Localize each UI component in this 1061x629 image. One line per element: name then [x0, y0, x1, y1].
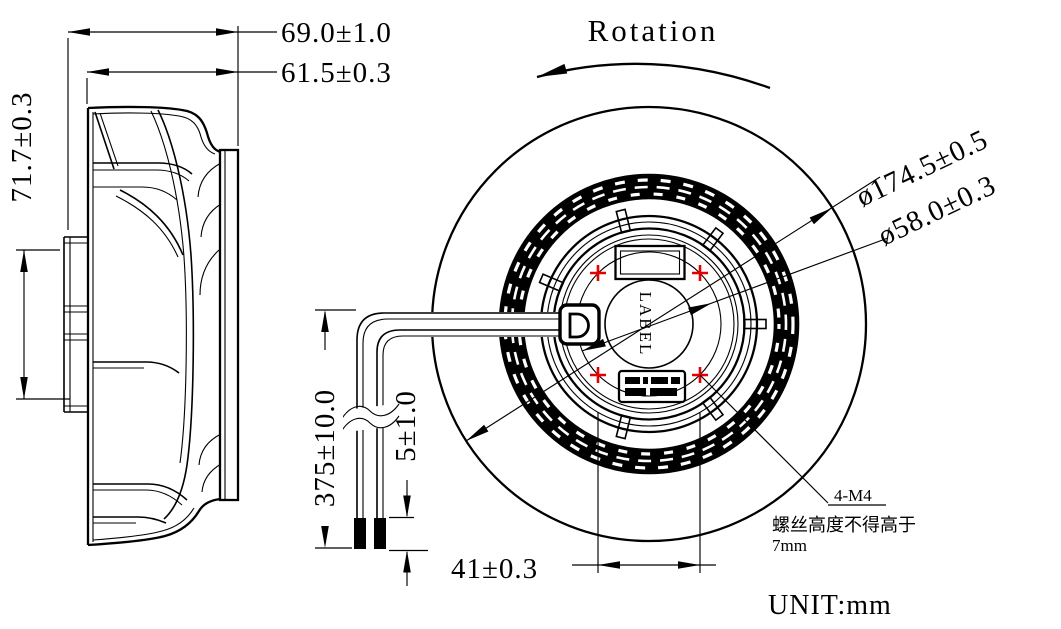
dim-arrow: [68, 28, 90, 36]
mounting-note-title: 4-M4: [834, 486, 872, 505]
hole-marker-cross: [590, 367, 606, 383]
blade-curve: [93, 169, 190, 182]
spec-label-print: [651, 377, 668, 384]
wire-line: [376, 329, 562, 518]
wire-tip: [354, 518, 366, 549]
bottom-shroud-contour: [87, 497, 222, 547]
cable-dimensions: 375±10.0 5±1.0: [309, 309, 428, 586]
dim-arrow: [403, 495, 411, 518]
dim-arrow: [688, 303, 712, 316]
lead-wires: [340, 303, 601, 549]
dim-arrow: [20, 377, 28, 399]
mounting-note-line1: 螺丝高度不得高于: [772, 515, 916, 535]
blade-curve: [119, 189, 184, 256]
mounting-hole-markers: [590, 265, 708, 383]
blade-curve: [94, 111, 115, 170]
wire-break-mask: [340, 403, 400, 433]
blade-curve: [93, 361, 180, 374]
wire-mask: [378, 312, 562, 337]
dim-arrow: [216, 28, 238, 36]
dim-arrow: [403, 550, 411, 573]
blade-curve: [93, 516, 167, 524]
dim-arrow: [87, 68, 109, 76]
housing-tab: [615, 208, 632, 234]
blade-tip-arc: [198, 433, 222, 466]
rotation-label: Rotation: [588, 13, 719, 48]
leader-bolt-circle: [581, 237, 889, 352]
dim-arrow: [678, 561, 700, 569]
dim-arrow: [466, 424, 489, 441]
dim-arrow: [20, 250, 28, 272]
blade-curve: [93, 186, 178, 201]
spec-label-print: [650, 388, 677, 396]
dim-text-total-depth: 69.0±1.0: [281, 17, 392, 49]
housing-tab: [615, 414, 632, 440]
blade-tip-arc: [197, 162, 222, 198]
blade-tip-arc: [201, 463, 222, 493]
rotation-arrow-head: [537, 63, 568, 77]
housing-tab: [743, 318, 767, 330]
blade-curve: [93, 483, 188, 501]
wire-tip: [374, 518, 386, 549]
front-view-dimensions: Rotation ø174.5±0.5 ø58.0±0.3 41±0.3 4-M…: [451, 13, 1001, 585]
dim-text-tip-length: 5±1.0: [390, 390, 422, 462]
blade-curve: [93, 162, 193, 175]
spec-label-print: [643, 377, 648, 384]
dim-arrow: [321, 526, 329, 548]
wire-line: [382, 335, 562, 518]
top-shroud-contour: [87, 105, 222, 154]
wire-line: [362, 318, 562, 518]
nameplate-window-inner: [619, 250, 681, 275]
unit-note: UNIT:mm: [768, 590, 892, 621]
dim-text-cable-length: 375±10.0: [309, 389, 341, 507]
hole-marker-cross: [590, 265, 606, 281]
top-shroud-contour-inner: [92, 112, 216, 155]
blade-curve: [157, 109, 195, 520]
hole-marker-cross: [692, 265, 708, 281]
dim-text-impeller-depth: 61.5±0.3: [281, 57, 392, 89]
dim-text-mask: [311, 350, 343, 546]
blade-ring-dashes: [517, 192, 781, 456]
bottom-shroud-contour-inner: [92, 507, 195, 541]
wire-line: [356, 312, 562, 518]
dim-arrow: [216, 68, 238, 76]
leader-outer-diameter: [465, 176, 881, 442]
dim-arrow: [598, 561, 620, 569]
housing-tab: [701, 226, 725, 252]
housing-tab: [538, 273, 565, 293]
spec-label-box: [617, 369, 687, 404]
side-view-dimensions: 69.0±1.0 61.5±0.3 71.7±0.3: [6, 17, 392, 400]
wire-mask: [357, 312, 391, 344]
dim-arrow: [809, 208, 832, 225]
spec-label-print: [625, 388, 646, 396]
impeller-blades: [93, 109, 222, 524]
hub-label: LABEL: [636, 292, 655, 357]
wire-break-squiggle: [340, 415, 400, 433]
leader-mounting-note: [699, 374, 829, 504]
dim-text-hole-spacing: 41±0.3: [451, 553, 538, 585]
dim-arrow: [582, 338, 606, 351]
nameplate-window: [614, 244, 686, 281]
blade-tip-arc: [199, 249, 220, 296]
spec-label-print: [625, 377, 640, 384]
hub-stub: [63, 236, 88, 413]
side-view: [63, 105, 240, 547]
housing-tab: [701, 396, 725, 422]
housing-tabs: [538, 208, 767, 440]
wire-break-squiggle: [340, 403, 400, 421]
spec-label-print: [671, 377, 680, 384]
rotation-arrow-arc: [536, 62, 771, 90]
blade-ring-dashes: [503, 178, 795, 470]
blade-curve: [93, 489, 183, 506]
cable-gland-clip: [568, 312, 590, 339]
dim-text-hub-height: 71.7±0.3: [6, 92, 38, 203]
blade-curve: [150, 110, 187, 464]
blade-curve: [115, 195, 179, 258]
mounting-note-line2: 7mm: [772, 536, 807, 555]
dim-arrow: [321, 310, 329, 332]
rear-plate: [218, 148, 240, 502]
blade-tip-arc: [200, 203, 222, 238]
blade-curve: [99, 112, 119, 167]
blade-ring-dashes: [510, 185, 788, 463]
